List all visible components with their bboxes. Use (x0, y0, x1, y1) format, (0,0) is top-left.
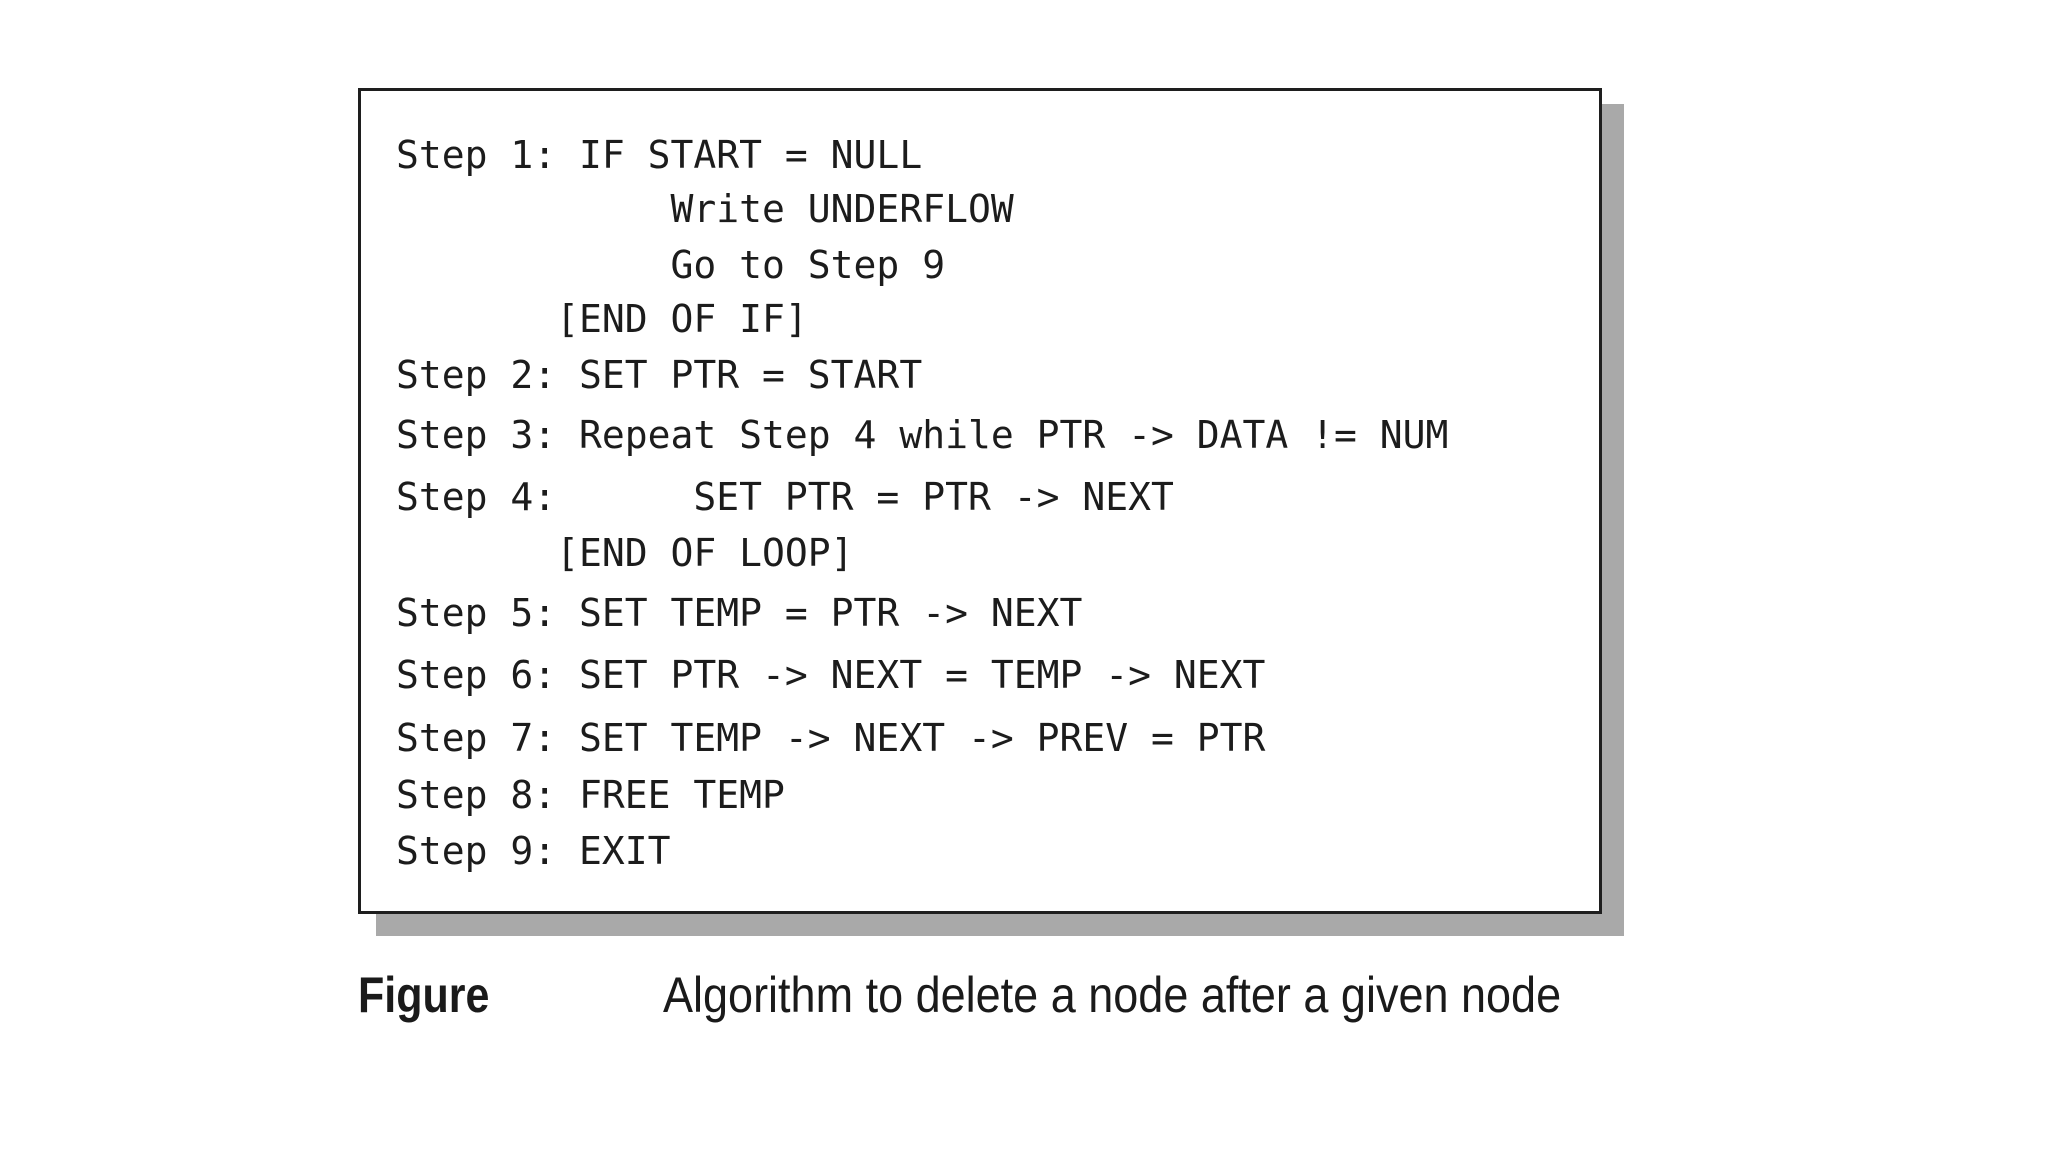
algorithm-line-step-5: Step 5: SET TEMP = PTR -> NEXT (396, 591, 1083, 635)
algorithm-box: Step 1: IF START = NULL Write UNDERFLOW … (358, 88, 1602, 914)
algorithm-line-step-3: Step 3: Repeat Step 4 while PTR -> DATA … (396, 413, 1449, 457)
algorithm-line-end-of-loop: [END OF LOOP] (396, 531, 854, 575)
figure-label: Figure (358, 967, 490, 1023)
algorithm-line-step-6: Step 6: SET PTR -> NEXT = TEMP -> NEXT (396, 653, 1266, 697)
algorithm-line-write-underflow: Write UNDERFLOW (396, 187, 1014, 231)
algorithm-line-step-4: Step 4: SET PTR = PTR -> NEXT (396, 475, 1174, 519)
algorithm-line-end-of-if: [END OF IF] (396, 297, 808, 341)
figure-caption: Algorithm to delete a node after a given… (663, 967, 1562, 1023)
algorithm-line-step-7: Step 7: SET TEMP -> NEXT -> PREV = PTR (396, 716, 1266, 760)
algorithm-line-go-to-step-9: Go to Step 9 (396, 243, 946, 287)
algorithm-line-step-9: Step 9: EXIT (396, 829, 671, 873)
algorithm-line-step-2: Step 2: SET PTR = START (396, 353, 923, 397)
algorithm-line-step-1: Step 1: IF START = NULL (396, 133, 923, 177)
algorithm-line-step-8: Step 8: FREE TEMP (396, 773, 785, 817)
